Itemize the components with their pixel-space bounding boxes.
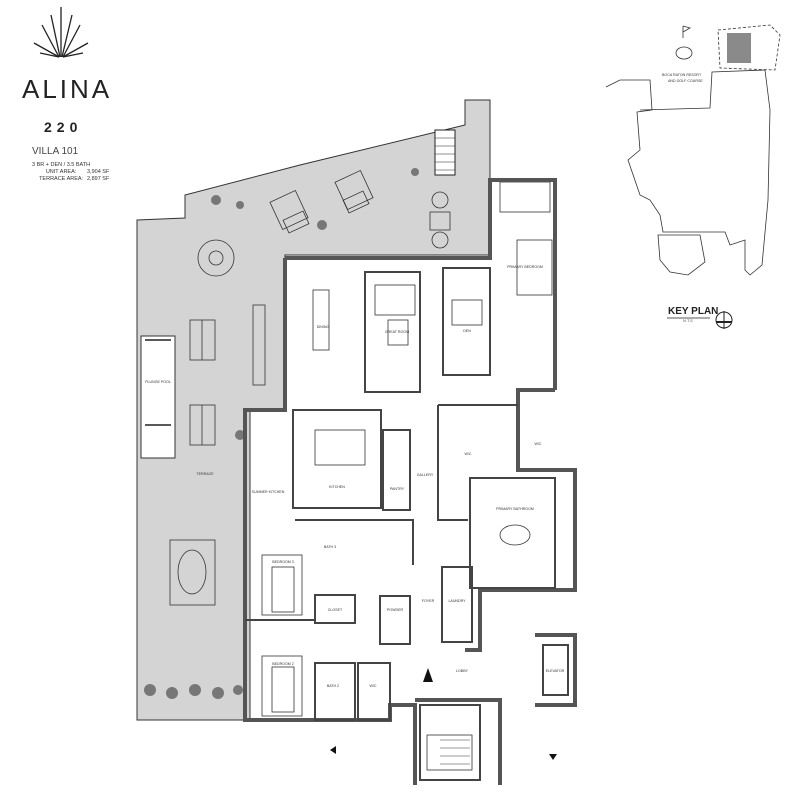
room-label-bedroom-2: BEDROOM 2: [272, 662, 294, 666]
key-plan-scale: N.T.S: [683, 318, 693, 323]
room-label-wic-2: W/C: [535, 442, 542, 446]
room-label-laundry: LAUNDRY: [448, 599, 466, 603]
spec-bedrooms: 3 BR + DEN / 3.5 BATH: [32, 162, 90, 169]
room-label-kitchen: KITCHEN: [329, 485, 345, 489]
room-label-elevator: ELEVATOR: [546, 669, 565, 673]
room-label-wic-1: W/C: [465, 452, 472, 456]
terrace-area: [136, 99, 491, 721]
entry-arrow-icon: [423, 668, 433, 682]
key-plan-landmark: BOCA RATON RESORT: [662, 73, 702, 77]
spec-value: 2,897 SF: [87, 176, 110, 182]
unit-specs: 3 BR + DEN / 3.5 BATH UNIT AREA: 3,904 SF…: [32, 162, 110, 183]
room-label-bath-2: BATH 2: [327, 684, 339, 688]
room-label-closet: CLOSET: [328, 608, 343, 612]
alina-logo-icon: [33, 7, 89, 58]
room-label-bath-3: BATH 3: [324, 545, 336, 549]
room-label-lobby: LOBBY: [456, 669, 469, 673]
key-plan-outline: [605, 69, 771, 276]
brand-name: ALINA: [22, 74, 113, 104]
spec-value: 3,904 SF: [87, 169, 110, 175]
room-label-gallery: GALLERY: [417, 473, 434, 477]
terrace-plants: [144, 168, 419, 699]
interior-walls: [245, 267, 569, 781]
room-label-wc: W/C: [370, 684, 377, 688]
room-label-terrace: TERRACE: [196, 472, 214, 476]
room-label-summer-kitchen: SUMMER KITCHEN: [252, 490, 285, 494]
terrace-stairs: [434, 129, 456, 176]
room-label-primary-bathroom: PRIMARY BATHROOM: [496, 507, 534, 511]
spec-label: TERRACE AREA:: [39, 176, 84, 182]
spec-unit-area: UNIT AREA: 3,904 SF: [32, 169, 110, 176]
north-arrow-icon: [715, 311, 733, 329]
room-label-dining: DINING: [317, 325, 330, 329]
room-label-bedroom-3: BEDROOM 3: [272, 560, 294, 564]
unit-name: VILLA 101: [32, 146, 79, 157]
building-number: 220: [44, 119, 83, 135]
room-label-den: DEN: [463, 329, 471, 333]
room-label-great-room: GREAT ROOM: [385, 330, 409, 334]
room-label-primary-bedroom: PRIMARY BEDROOM: [507, 265, 543, 269]
room-label-plunge-pool: PLUNGE POOL: [145, 380, 171, 384]
room-label-powder: POWDER: [387, 608, 404, 612]
key-plan-title: KEY PLAN: [668, 306, 719, 317]
room-label-pantry: PANTRY: [390, 487, 405, 491]
key-plan-landmark-2: AND GOLF COURSE: [668, 79, 703, 83]
spec-label: UNIT AREA:: [45, 169, 77, 175]
furniture: [261, 239, 553, 771]
exit-arrow-down-icon: [549, 754, 557, 760]
spec-label: 3 BR + DEN / 3.5 BATH: [32, 162, 91, 168]
plunge-pool: [140, 335, 176, 459]
key-plan-highlight-unit: [727, 33, 751, 63]
room-label-foyer: FOYER: [422, 599, 435, 603]
stairs-lobby: [440, 739, 470, 765]
exit-arrow-left-icon: [330, 746, 336, 754]
spec-terrace-area: TERRACE AREA:2,897 SF: [32, 176, 109, 183]
